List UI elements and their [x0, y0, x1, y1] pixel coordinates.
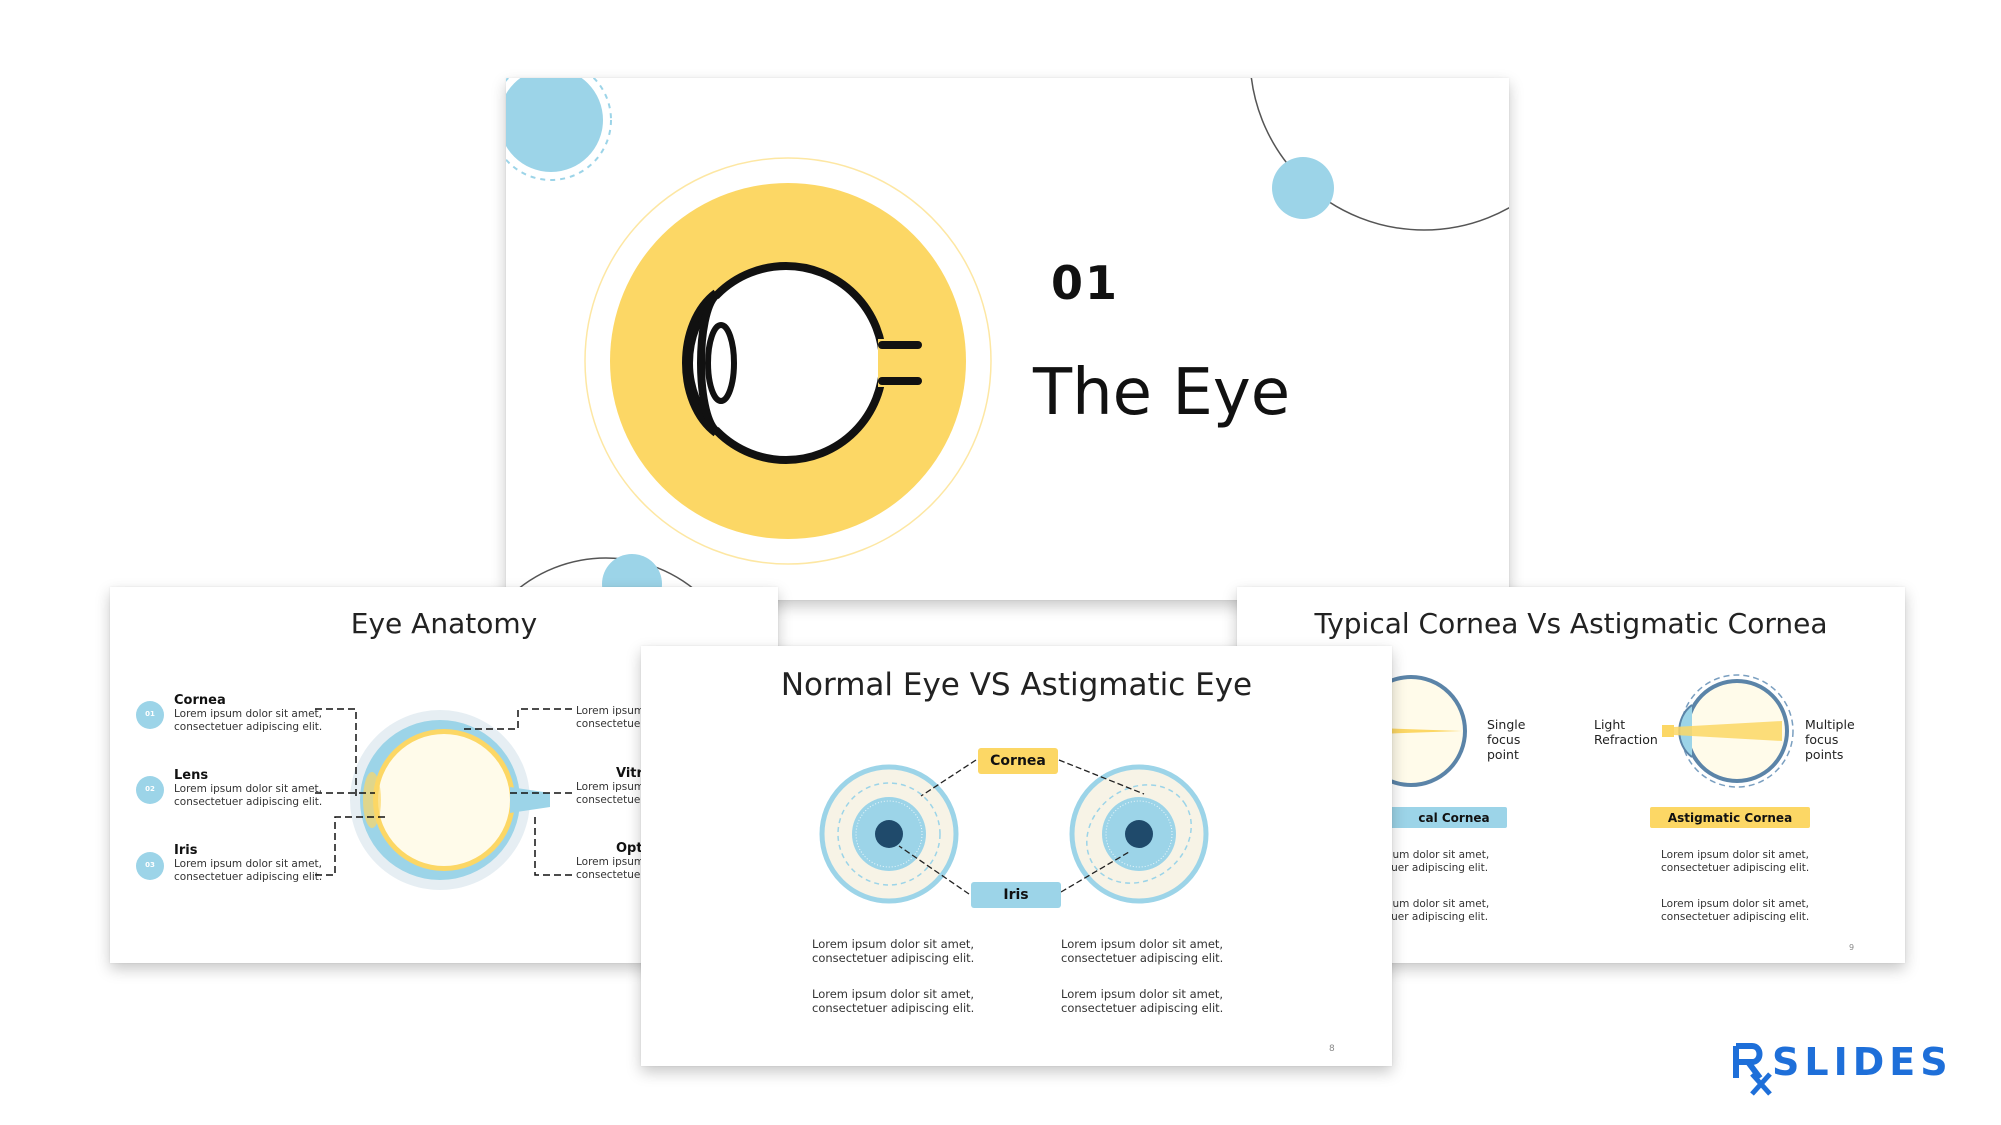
- text-line: Lorem ipsum dolor sit amet,: [1061, 937, 1224, 951]
- text-line: Lorem ipsum dolor sit amet,: [812, 937, 975, 951]
- anatomy-num-1: 01: [145, 710, 155, 718]
- anatomy-diagram: [136, 701, 572, 890]
- normal-astig-diagram: [819, 748, 1209, 908]
- single-focus-label: Single focus point: [1487, 717, 1525, 762]
- normal-astig-title: Normal Eye VS Astigmatic Eye: [780, 667, 1253, 703]
- label-line: Multiple: [1805, 717, 1855, 732]
- text-line: consectetuer adipiscing elit.: [1661, 910, 1810, 923]
- anatomy-item-text: Lorem ipsum: [576, 781, 645, 793]
- multiple-focus-label: Multiple focus points: [1805, 717, 1855, 762]
- anatomy-item-cornea: Cornea Lorem ipsum dolor sit amet, conse…: [174, 693, 322, 733]
- anatomy-title: Eye Anatomy: [350, 607, 538, 640]
- normal-astig-text-4: Lorem ipsum dolor sit amet, consectetuer…: [1061, 987, 1224, 1015]
- section-title: The Eye: [1033, 356, 1291, 430]
- cornea-diagram: [1355, 674, 1810, 828]
- label-line: focus: [1805, 732, 1839, 747]
- text-line: Lorem ipsum dolor sit amet,: [812, 987, 975, 1001]
- typical-cornea-label: cal Cornea: [1418, 810, 1490, 825]
- label-line: Refraction: [1594, 732, 1658, 747]
- anatomy-item-name: Opt: [616, 841, 643, 856]
- normal-vs-astigmatic-slide[interactable]: Normal Eye VS Astigmatic Eye Cornea Iris…: [641, 646, 1392, 1066]
- anatomy-item-name: Lens: [174, 768, 209, 783]
- label-line: focus: [1487, 732, 1521, 747]
- iris-label: Iris: [1003, 887, 1029, 903]
- anatomy-item-text: consectetuer adipiscing elit.: [174, 795, 323, 808]
- text-line: consectetuer adipiscing elit.: [1061, 950, 1224, 965]
- light-refraction-label: Light Refraction: [1594, 717, 1658, 747]
- anatomy-num-2: 02: [145, 785, 155, 793]
- anatomy-item-text: consectetuer: [576, 793, 645, 806]
- anatomy-item-text: Lorem ipsum: [576, 705, 645, 717]
- brand-name: SLIDES: [1772, 1040, 1953, 1084]
- anatomy-item-text: consectetuer: [576, 717, 645, 730]
- anatomy-right-item-3: Opt Lorem ipsum consectetuer: [576, 841, 645, 881]
- text-line: Lorem ipsum dolor sit amet,: [1661, 849, 1809, 861]
- anatomy-item-text: Lorem ipsum dolor sit amet,: [174, 783, 322, 795]
- text-line: consectetuer adipiscing elit.: [812, 1000, 975, 1015]
- anatomy-item-text: consectetuer: [576, 868, 645, 881]
- text-line: consectetuer adipiscing elit.: [812, 950, 975, 965]
- cornea-left-text-2: sum dolor sit amet, tuer adipiscing elit…: [1387, 898, 1489, 923]
- anatomy-item-iris: Iris Lorem ipsum dolor sit amet, consect…: [174, 843, 322, 883]
- label-line: Light: [1594, 717, 1626, 732]
- page-number: 9: [1849, 943, 1855, 952]
- astigmatic-cornea-label: Astigmatic Cornea: [1667, 810, 1793, 825]
- section-number: 01: [1051, 256, 1120, 310]
- anatomy-item-text: Lorem ipsum dolor sit amet,: [174, 708, 322, 720]
- rx-icon: [1733, 1043, 1772, 1096]
- text-line: Lorem ipsum dolor sit amet,: [1061, 987, 1224, 1001]
- text-line: consectetuer adipiscing elit.: [1661, 861, 1810, 874]
- cornea-label: Cornea: [990, 753, 1046, 769]
- anatomy-item-lens: Lens Lorem ipsum dolor sit amet, consect…: [174, 768, 322, 808]
- text-line: Lorem ipsum dolor sit amet,: [1661, 898, 1809, 910]
- text-line: sum dolor sit amet,: [1387, 898, 1490, 910]
- text-line: sum dolor sit amet,: [1387, 849, 1490, 861]
- page-number: 8: [1329, 1044, 1335, 1054]
- anatomy-item-text: Lorem ipsum dolor sit amet,: [174, 858, 322, 870]
- normal-astig-text-1: Lorem ipsum dolor sit amet, consectetuer…: [812, 937, 975, 965]
- cornea-left-text-1: sum dolor sit amet, tuer adipiscing elit…: [1387, 849, 1489, 874]
- anatomy-item-name: Cornea: [174, 693, 226, 708]
- anatomy-right-item-2: Vitr Lorem ipsum consectetuer: [576, 766, 645, 806]
- anatomy-item-name: Iris: [174, 843, 198, 858]
- text-line: tuer adipiscing elit.: [1387, 910, 1489, 923]
- anatomy-num-3: 03: [145, 861, 155, 869]
- anatomy-item-name: Vitr: [616, 766, 643, 781]
- cornea-right-text-1: Lorem ipsum dolor sit amet, consectetuer…: [1661, 849, 1809, 874]
- label-line: Single: [1487, 717, 1526, 732]
- anatomy-right-item-1: Lorem ipsum consectetuer: [576, 705, 645, 730]
- cornea-title: Typical Cornea Vs Astigmatic Cornea: [1314, 607, 1828, 640]
- normal-astig-text-2: Lorem ipsum dolor sit amet, consectetuer…: [1061, 937, 1224, 965]
- anatomy-item-text: Lorem ipsum: [576, 856, 645, 868]
- label-line: points: [1805, 747, 1844, 762]
- anatomy-item-text: consectetuer adipiscing elit.: [174, 720, 323, 733]
- rxslides-logo: SLIDES: [1730, 1040, 1985, 1098]
- text-line: tuer adipiscing elit.: [1387, 861, 1489, 874]
- normal-astig-text-3: Lorem ipsum dolor sit amet, consectetuer…: [812, 987, 975, 1015]
- title-slide[interactable]: 01 The Eye: [506, 78, 1509, 600]
- anatomy-item-text: consectetuer adipiscing elit.: [174, 870, 323, 883]
- eye-icon: [682, 262, 922, 464]
- text-line: consectetuer adipiscing elit.: [1061, 1000, 1224, 1015]
- cornea-right-text-2: Lorem ipsum dolor sit amet, consectetuer…: [1661, 898, 1809, 923]
- label-line: point: [1487, 747, 1519, 762]
